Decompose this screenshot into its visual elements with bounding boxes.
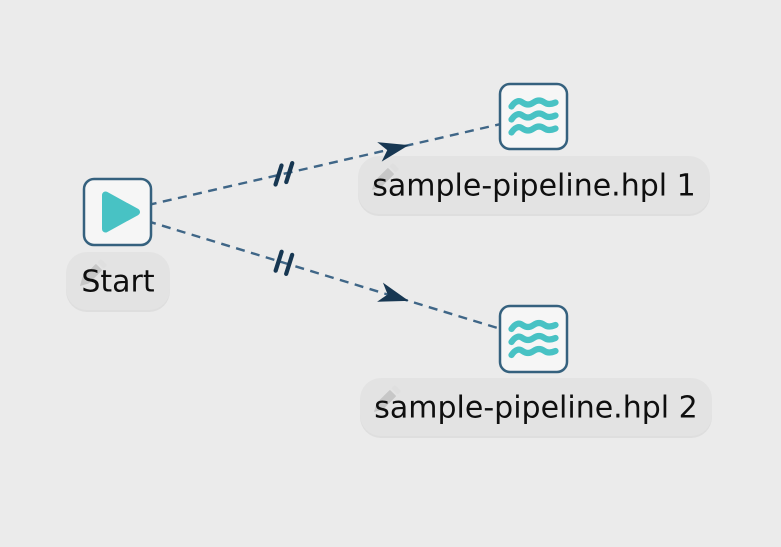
action-node-pipeline2[interactable]: [498, 304, 569, 374]
play-icon: [102, 191, 140, 233]
hop-start-to-pipeline1[interactable]: [117, 115, 534, 214]
node-label-text[interactable]: Start: [81, 265, 155, 300]
node-label-text[interactable]: sample-pipeline.hpl 1: [372, 169, 695, 204]
label-pill: [360, 378, 712, 436]
pencil-icon: [373, 385, 401, 413]
label-pill: [66, 252, 170, 310]
label-pill: [358, 156, 710, 214]
node-label-pipeline2[interactable]: [360, 378, 712, 438]
parallel-marker: [273, 249, 284, 273]
arrowhead-icon: [377, 142, 409, 162]
waves-icon: [508, 319, 559, 359]
node-label-pipeline1[interactable]: [358, 156, 710, 216]
node-label-text[interactable]: sample-pipeline.hpl 2: [374, 391, 697, 426]
parallel-marker: [284, 160, 295, 185]
hop-start-to-pipeline2[interactable]: [117, 210, 534, 341]
arrowhead-icon: [377, 282, 409, 302]
pencil-icon: [79, 259, 107, 287]
waves-icon: [508, 97, 559, 136]
action-node-pipeline1[interactable]: [498, 82, 569, 151]
pencil-icon: [371, 163, 399, 191]
hop-dashed-line: [117, 210, 534, 341]
node-label-start[interactable]: [66, 252, 170, 312]
parallel-marker: [284, 252, 295, 277]
action-node-start[interactable]: [82, 177, 153, 247]
parallel-marker: [273, 163, 284, 187]
